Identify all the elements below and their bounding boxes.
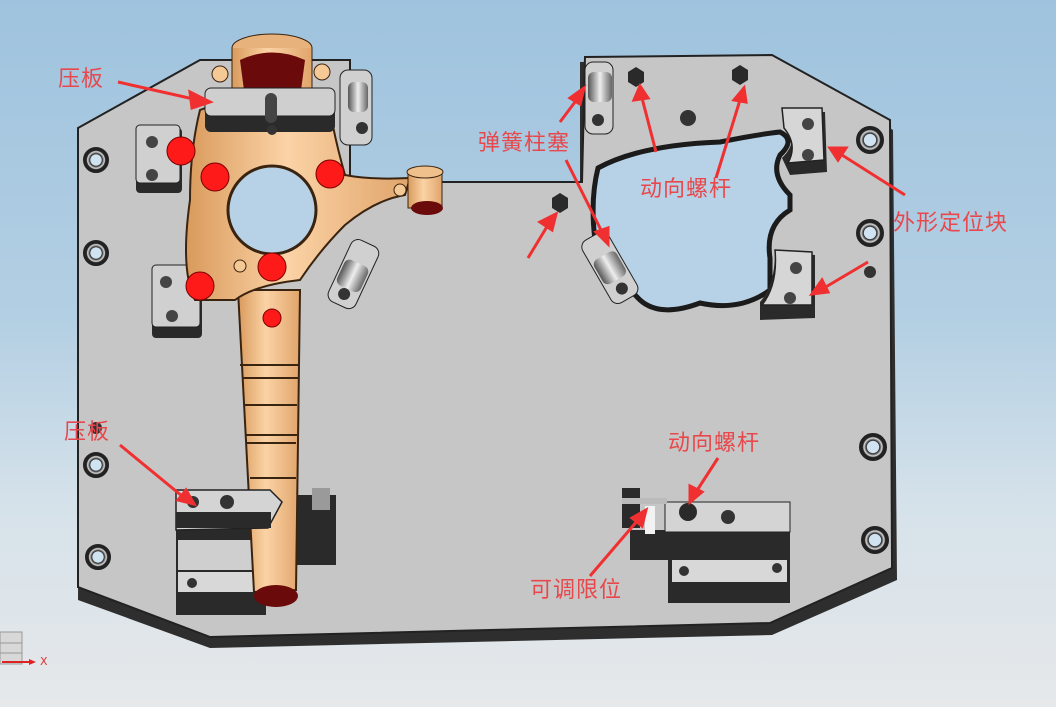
- profile-locating-blocks: [760, 107, 827, 320]
- callout-clamp-plate-top: 压板: [58, 67, 105, 92]
- callout-profile-locating-block: 外形定位块: [893, 211, 1009, 236]
- locating-pins: [166, 136, 345, 328]
- adjustable-stop-assembly: [622, 488, 791, 603]
- axis-triad-icon: [0, 631, 36, 665]
- callout-spring-plunger: 弹簧柱塞: [478, 131, 571, 156]
- callout-adjustable-stop: 可调限位: [530, 578, 623, 603]
- callout-moving-screw-top: 动向螺杆: [640, 177, 733, 202]
- spring-plungers: [327, 61, 639, 310]
- callout-clamp-plate-bottom: 压板: [64, 420, 111, 445]
- annotation-arrows: [117, 80, 906, 577]
- callout-moving-screw-bottom: 动向螺杆: [668, 431, 761, 456]
- axis-x-label: X: [40, 655, 48, 668]
- moving-screw-heads: [552, 65, 748, 213]
- mounting-holes: [83, 110, 889, 570]
- bottom-clamp-plate: [175, 489, 283, 531]
- top-clamp-plate: [204, 87, 336, 135]
